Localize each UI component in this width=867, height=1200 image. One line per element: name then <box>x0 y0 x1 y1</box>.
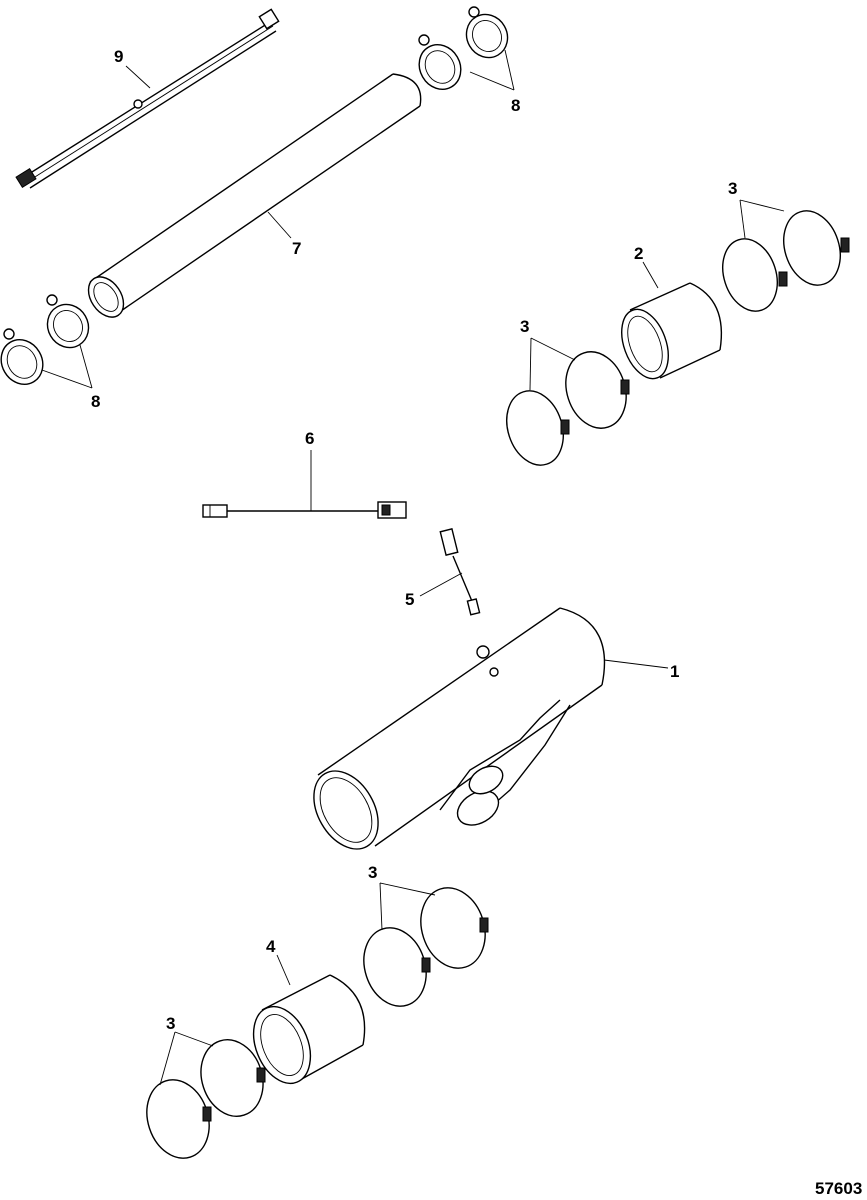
part-3-clamps-bottom-mid <box>363 887 489 1007</box>
part-8-clamps-upper <box>418 6 509 90</box>
callout-labels: 9 8 7 8 3 2 3 6 5 1 3 4 3 57603 <box>91 47 862 1198</box>
callout-3-right-top: 3 <box>728 179 737 198</box>
leader-lines <box>41 49 785 1086</box>
callout-3-bottom-mid: 3 <box>368 863 377 882</box>
part-3-clamps-right-top <box>722 210 850 312</box>
callout-3-right-mid: 3 <box>520 317 529 336</box>
part-5-sensor <box>439 528 481 616</box>
callout-9: 9 <box>114 47 123 66</box>
part-3-clamps-bottom-left <box>146 1039 266 1159</box>
part-4-coupler <box>252 974 366 1085</box>
callout-4: 4 <box>266 937 276 956</box>
part-3-clamps-right-mid <box>506 351 630 466</box>
callout-3-bottom-left: 3 <box>166 1014 175 1033</box>
figure-number: 57603 <box>815 1179 862 1198</box>
part-1-body <box>313 607 606 850</box>
callout-8-lower: 8 <box>91 392 100 411</box>
part-9-rod <box>15 8 280 189</box>
part-8-clamps-lower <box>0 294 90 385</box>
part-2-sleeve <box>621 282 723 380</box>
part-7-pipe <box>87 73 422 318</box>
callout-1: 1 <box>670 662 679 681</box>
part-6-harness <box>202 501 407 519</box>
callout-2: 2 <box>634 244 643 263</box>
callout-5: 5 <box>405 590 414 609</box>
callout-6: 6 <box>305 429 314 448</box>
callout-7: 7 <box>292 239 301 258</box>
callout-8-upper: 8 <box>511 96 520 115</box>
